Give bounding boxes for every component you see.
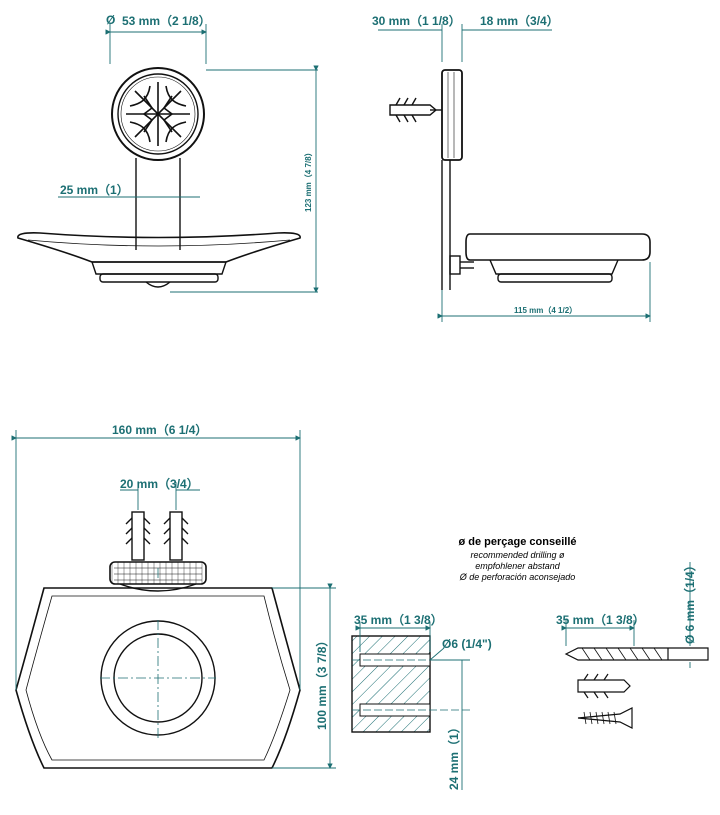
dim-label-6mm-bit: Ø 6 mm（1/4） xyxy=(682,559,697,644)
drilling-note-de: empfohlener abstand xyxy=(475,561,560,571)
front-view-dimensions xyxy=(58,24,319,293)
dim-label-24mm: 24 mm（1） xyxy=(446,721,461,790)
plan-anchor-right xyxy=(163,511,189,561)
dim-label-30mm: 30 mm（1 1/8） xyxy=(372,13,461,28)
side-view-dimensions xyxy=(378,24,651,322)
dim-label-115mm: 115 mm（4 1/2） xyxy=(514,305,577,315)
diameter-symbol-53: Ø xyxy=(106,13,115,27)
drilling-note: ø de perçage conseillé recommended drill… xyxy=(410,537,625,583)
drilling-note-title: ø de perçage conseillé xyxy=(458,536,577,548)
side-elevation-view xyxy=(389,69,651,290)
drill-section-view xyxy=(351,635,470,733)
dim-label-25mm: 25 mm（1） xyxy=(60,182,129,197)
drilling-note-en: recommended drilling ø xyxy=(470,550,565,560)
dim-label-53mm: 53 mm（2 1/8） xyxy=(122,13,211,28)
drill-bit-dimensions xyxy=(561,562,691,668)
screw xyxy=(577,707,633,729)
plan-anchor-left xyxy=(125,511,151,561)
drill-section-dimensions xyxy=(355,622,470,790)
dim-label-20mm: 20 mm（3/4） xyxy=(120,476,199,491)
drilling-note-es: Ø de perforación aconsejado xyxy=(459,572,576,582)
plan-centerlines xyxy=(100,568,216,738)
drill-bit xyxy=(564,647,709,661)
dim-label-100mm: 100 mm（3 7/8） xyxy=(314,635,329,730)
dim-label-18mm: 18 mm（3/4） xyxy=(480,13,559,28)
front-elevation-view xyxy=(17,67,301,288)
plan-view-dimensions xyxy=(11,430,336,769)
dim-label-123mm: 123 mm（4 7/8） xyxy=(303,148,313,212)
rosette-star-pattern xyxy=(126,82,190,146)
dim-label-35mm-section: 35 mm（1 3/8） xyxy=(354,612,443,627)
dim-label-hole-6: Ø6 (1/4") xyxy=(442,637,492,651)
wall-anchor xyxy=(577,673,631,699)
dim-label-35mm-bit: 35 mm（1 3/8） xyxy=(556,612,645,627)
dim-label-160mm: 160 mm（6 1/4） xyxy=(112,422,207,437)
